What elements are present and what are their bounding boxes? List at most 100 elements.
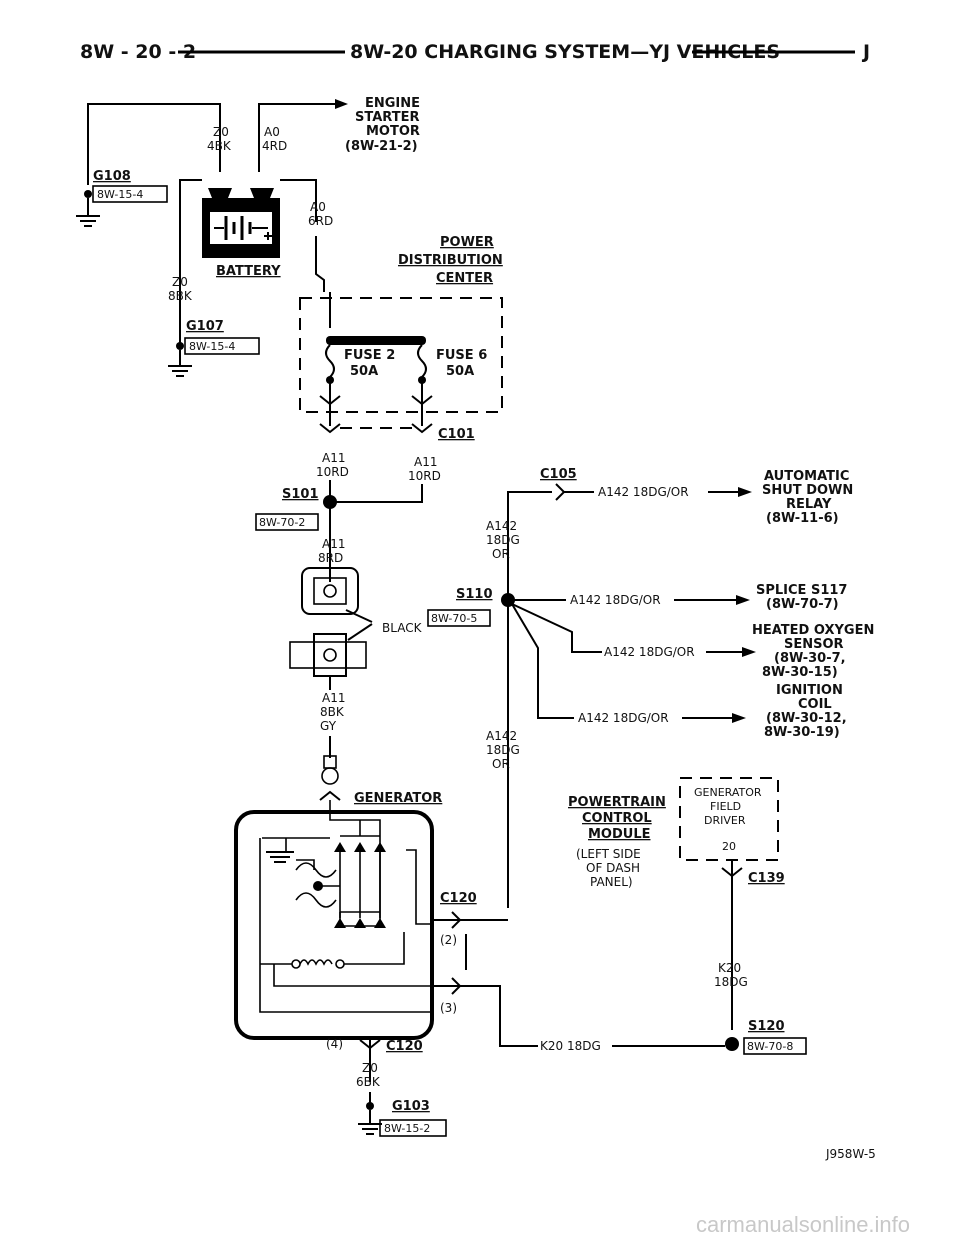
wire-a11-right-gauge: 10RD	[408, 469, 441, 483]
generator-connector: BLACK A11 8BK GY	[289, 567, 423, 785]
c101-pin-b	[411, 423, 433, 434]
wire-a142-v3: OR	[492, 547, 510, 561]
ground-g107-label: G107	[186, 319, 224, 334]
page-header: 8W - 20 - 2 8W-20 CHARGING SYSTEM—YJ VEH…	[80, 41, 870, 63]
connector-body-lower	[289, 641, 367, 669]
arrow-to-coil	[732, 713, 746, 723]
splice-s110-label: S110	[456, 587, 493, 602]
stator-windings	[295, 862, 337, 908]
arrow-to-starter	[335, 99, 348, 109]
field-coil-end-a	[291, 959, 301, 969]
ring-terminal-eye	[321, 767, 339, 785]
power-distribution-center: POWER DISTRIBUTION CENTER FUSE 2 50A FUS…	[299, 235, 503, 442]
connector-pin-upper	[323, 584, 337, 598]
pcm-location-3: PANEL)	[590, 875, 633, 889]
generator-case-ground	[285, 838, 294, 853]
wire-a142-low2: 18DG	[486, 743, 520, 757]
wire-label-a0-6: A0	[310, 200, 326, 214]
ground-g103-ref-box	[379, 1119, 447, 1137]
splice-s120-dot	[725, 1037, 739, 1051]
page-title: 8W-20 CHARGING SYSTEM—YJ VEHICLES	[350, 41, 780, 63]
battery-label: BATTERY	[216, 264, 281, 279]
battery-neg-terminal	[208, 188, 232, 198]
stator-link-2	[296, 859, 315, 870]
a142-circuit: C105 A142 18DG/OR AUTOMATIC SHUT DOWN RE…	[427, 467, 874, 908]
pin-4-label: (4)	[326, 1037, 343, 1051]
wire-a0-6rd	[280, 179, 317, 222]
asd-label-4: (8W-11-6)	[766, 511, 839, 526]
ground-g107-ref-box	[184, 337, 260, 355]
wire-z0-4bk	[87, 103, 221, 185]
splice-s120-ref: 8W-70-8	[747, 1040, 793, 1053]
splice-s101-ref-box	[255, 513, 319, 531]
pcm-label-1: POWERTRAIN	[568, 795, 666, 810]
connector-face-upper	[313, 577, 347, 605]
diode-upper-3	[374, 842, 386, 852]
wire-a11-8bk-label: A11	[322, 691, 345, 705]
ground-g103: Z0 6BK G103 8W-15-2	[356, 1061, 447, 1137]
connector-leader-lower	[347, 623, 373, 641]
connector-c105-label: C105	[540, 467, 577, 482]
battery-pos-terminal	[250, 188, 274, 198]
splice-s120-label: S120	[748, 1019, 785, 1034]
pcm-location-1: (LEFT SIDE	[576, 847, 641, 861]
wire-a142-main	[507, 491, 552, 908]
splice-s120-ref-box	[743, 1037, 807, 1055]
connector-pin-lower	[323, 648, 337, 662]
coil-label-2: COIL	[798, 697, 832, 712]
wire-label-6rd: 6RD	[308, 214, 333, 228]
ground-g107: G107 8W-15-4	[168, 319, 260, 377]
wire-c120-3	[434, 985, 538, 1047]
wire-a11-8: A11	[322, 537, 345, 551]
o2-ref-2: 8W-30-15)	[762, 665, 838, 680]
splice-s110-ref: 8W-70-5	[431, 612, 477, 625]
pdc-bus-bar	[326, 336, 426, 345]
generator-b-plus	[406, 849, 434, 925]
starter-label-3: MOTOR	[366, 124, 420, 139]
generator-input-arrow	[319, 790, 341, 801]
splice-s101-label: S101	[282, 487, 319, 502]
starter-ref: (8W-21-2)	[345, 139, 418, 154]
diode-upper-2	[354, 842, 366, 852]
pdc-label-1: POWER	[440, 235, 494, 250]
wire-a11-8rd: 8RD	[318, 551, 343, 565]
pdc-label-2: DISTRIBUTION	[398, 253, 503, 268]
ground-g107-dot	[176, 342, 184, 350]
wire-k20-horizontal-label: K20 18DG	[540, 1039, 601, 1053]
splice-s110-ref-box	[427, 609, 491, 627]
wire-a142-low3: OR	[492, 757, 510, 771]
pcm-driver-label-3: DRIVER	[704, 814, 746, 827]
wire-label-4rd: 4RD	[262, 139, 287, 153]
wire-a142-v1: A142	[486, 519, 517, 533]
wire-label-8bk: 8BK	[168, 289, 193, 303]
wire-z0-8bk	[179, 179, 202, 320]
pcm-driver-box	[679, 777, 779, 861]
connector-leader-upper	[345, 609, 373, 623]
pcm-label-2: CONTROL	[582, 811, 652, 826]
connector-c120-upper-label: C120	[440, 891, 477, 906]
wire-z0-6: Z0	[362, 1061, 378, 1075]
connector-body-upper	[301, 567, 359, 615]
wire-a142-s117: A142 18DG/OR	[570, 593, 661, 607]
generator-output-bus	[329, 800, 381, 927]
coil-ref-2: 8W-30-19)	[764, 725, 840, 740]
generator-field-out	[273, 964, 434, 987]
wire-8bk-label: 8BK	[320, 705, 345, 719]
pcm-label-3: MODULE	[588, 827, 651, 842]
fuse-6-label: FUSE 6	[436, 348, 487, 363]
asd-label-1: AUTOMATIC	[764, 469, 849, 484]
connector-face-lower	[313, 633, 347, 677]
ground-g108: G108 8W-15-4	[76, 169, 168, 227]
pcm-location-2: OF DASH	[586, 861, 640, 875]
connector-c139-label: C139	[748, 871, 785, 886]
field-lead-b	[344, 932, 405, 965]
battery: BATTERY A0 6RD Z0 8BK	[168, 179, 333, 320]
ground-g108-ref-box	[92, 185, 168, 203]
arrow-to-s117	[736, 595, 750, 605]
arrow-to-o2	[742, 647, 756, 657]
c105-pin-mark	[555, 483, 566, 501]
field-coil-end-b	[335, 959, 345, 969]
wire-label-a0: A0	[264, 125, 280, 139]
ground-g108-dot	[84, 190, 92, 198]
